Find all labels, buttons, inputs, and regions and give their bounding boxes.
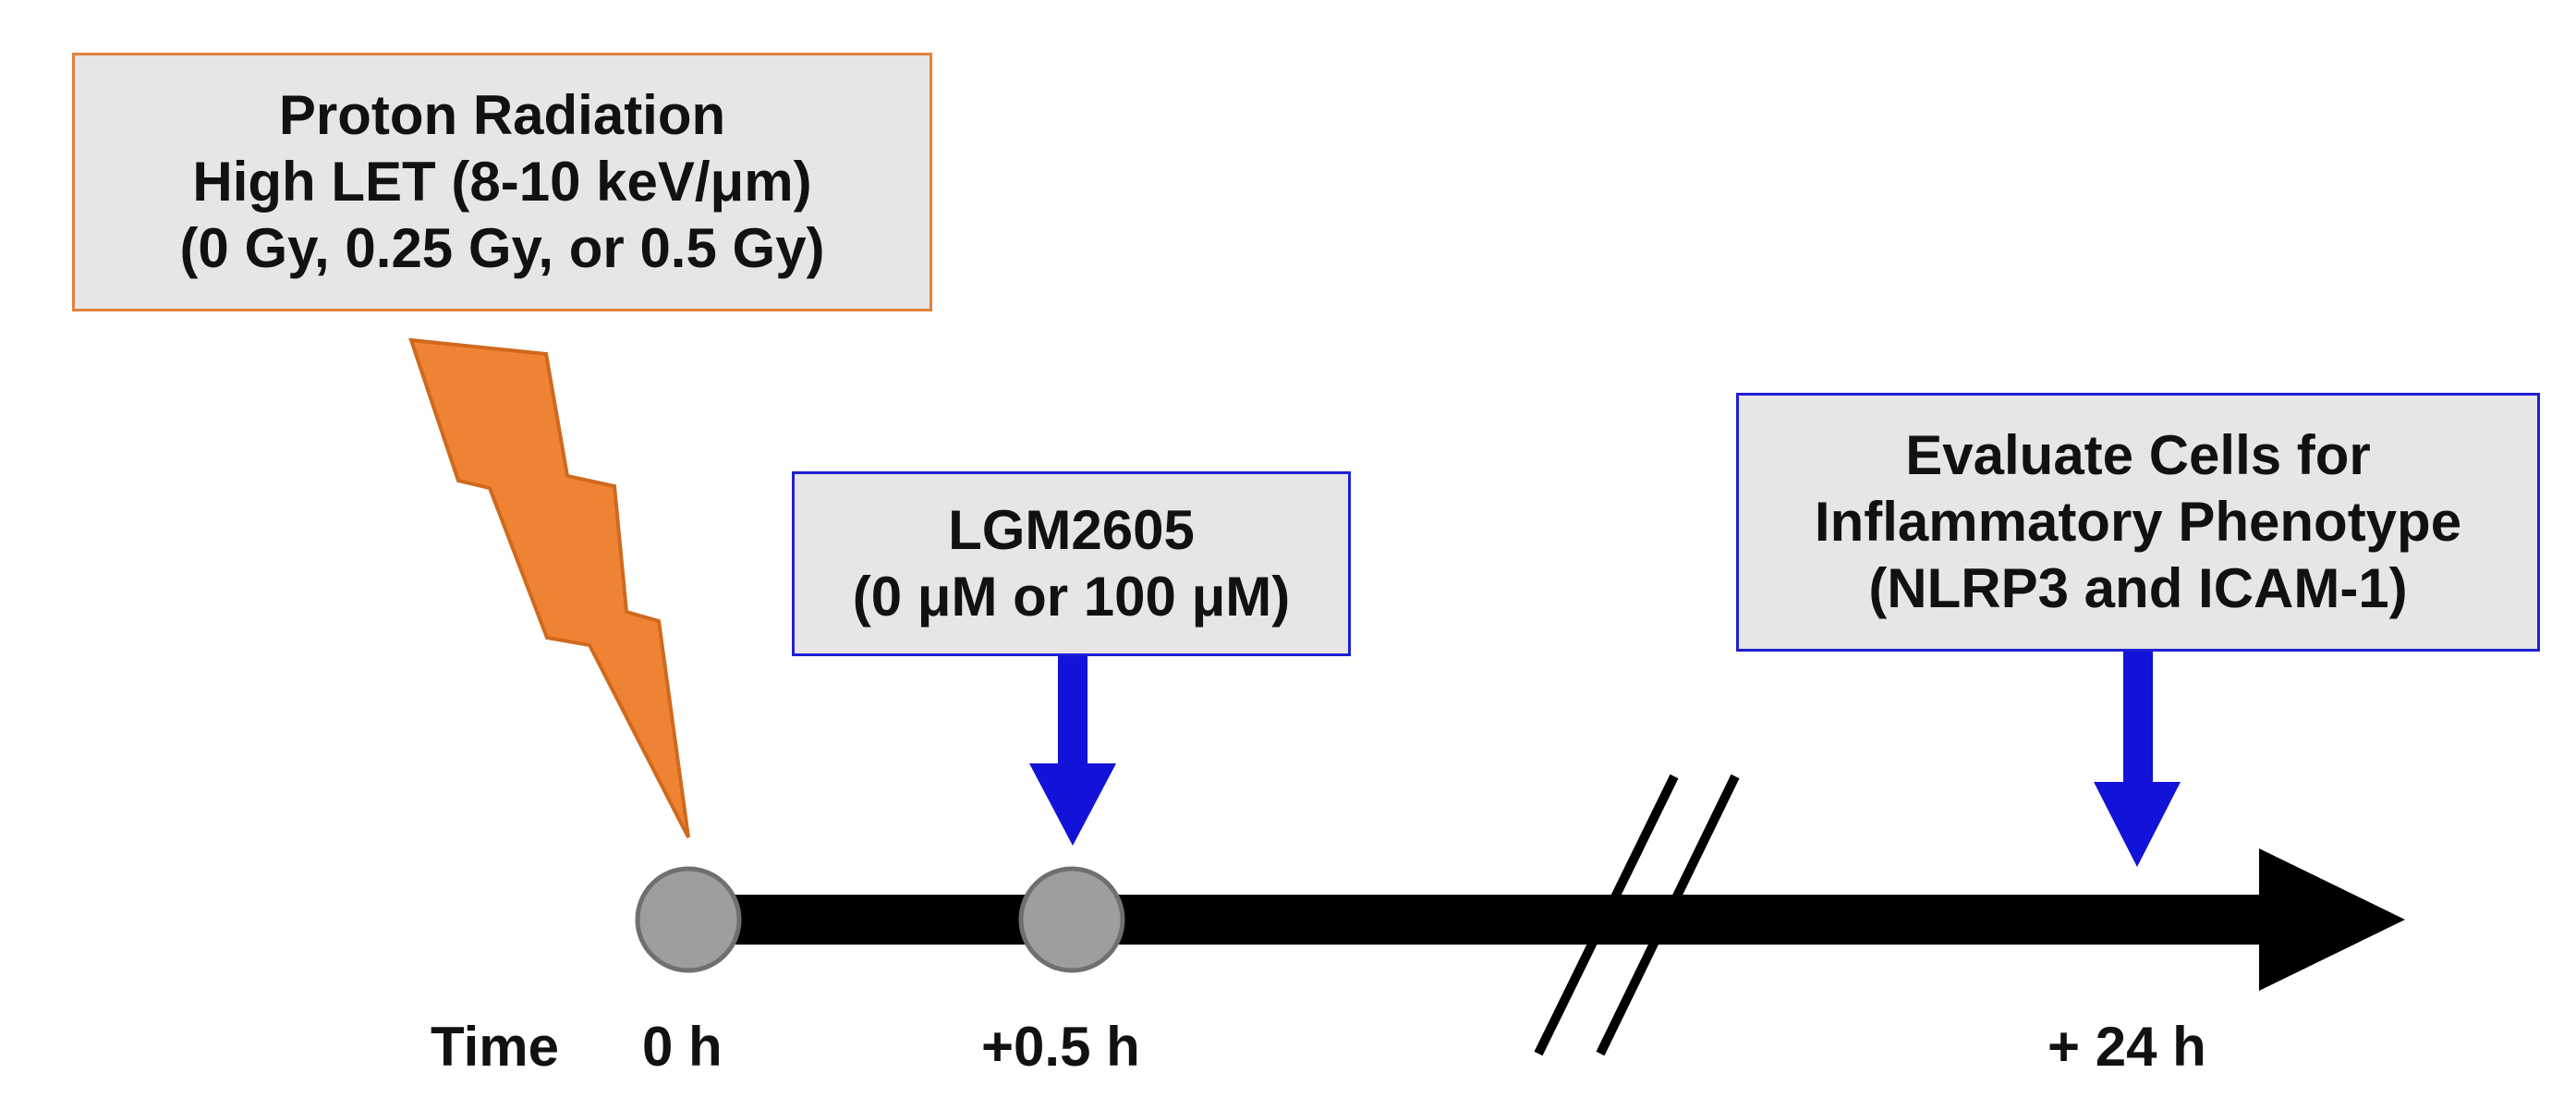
axis-break-mark-2 (1596, 774, 1740, 1056)
lgm2605-box: LGM2605 (0 μM or 100 μM) (792, 471, 1351, 656)
lgm-box-line-2: (0 μM or 100 μM) (852, 566, 1291, 628)
evaluate-cells-box: Evaluate Cells for Inflammatory Phenotyp… (1736, 393, 2540, 652)
evaluate-box-line-1: Evaluate Cells for (1905, 424, 2371, 486)
tick-label-24h: + 24 h (2047, 1016, 2206, 1078)
tick-label-0-5h: +0.5 h (981, 1016, 1140, 1078)
timeline-arrowhead (2259, 848, 2405, 991)
axis-break-mark-1 (1534, 774, 1679, 1056)
lightning-bolt-icon (408, 337, 690, 838)
time-axis-label: Time (431, 1016, 559, 1078)
tick-label-0h: 0 h (642, 1016, 723, 1078)
proton-box-line-3: (0 Gy, 0.25 Gy, or 0.5 Gy) (179, 217, 825, 279)
proton-radiation-box: Proton Radiation High LET (8-10 keV/μm) … (72, 53, 932, 311)
timeline-bar (688, 895, 2276, 945)
evaluate-box-line-2: Inflammatory Phenotype (1814, 491, 2462, 553)
evaluate-box-line-3: (NLRP3 and ICAM-1) (1868, 557, 2408, 619)
proton-box-line-1: Proton Radiation (278, 84, 726, 146)
evaluate-arrow-head (2094, 782, 2181, 867)
lgm-arrow-shaft (1058, 656, 1088, 765)
evaluate-arrow-shaft (2123, 652, 2153, 783)
lgm-arrow-head (1029, 763, 1116, 846)
time-point-0h (635, 866, 742, 973)
proton-box-line-2: High LET (8-10 keV/μm) (192, 151, 812, 213)
time-point-0-5h (1018, 866, 1125, 973)
lgm-box-line-1: LGM2605 (948, 499, 1195, 561)
